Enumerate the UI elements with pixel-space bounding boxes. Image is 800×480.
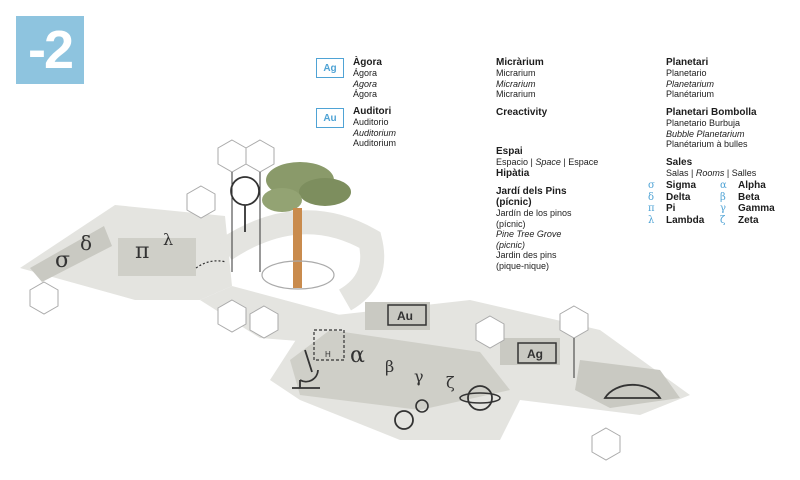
map-room-lambda: λ bbox=[163, 230, 173, 249]
elevator-icon bbox=[245, 139, 275, 173]
gear-icon bbox=[394, 410, 414, 430]
courtyard-fence bbox=[261, 260, 335, 290]
restroom-icon bbox=[186, 185, 216, 219]
map-room-alpha: α bbox=[350, 343, 365, 368]
bubble-planetari-icon bbox=[467, 385, 493, 411]
map-agora-label: Ag bbox=[527, 347, 543, 361]
room-auditori bbox=[365, 302, 430, 330]
map-room-sigma: σ bbox=[55, 248, 70, 273]
legend-sales: Sales Salas | Rooms | Salles bbox=[666, 157, 757, 178]
map-room-gamma: γ bbox=[414, 367, 424, 386]
courtyard-path bbox=[218, 210, 385, 311]
restroom-icon bbox=[29, 281, 59, 315]
legend-micrarium: Micràrium Micrarium Micrarium Micrarium bbox=[496, 57, 544, 99]
room-agora bbox=[500, 338, 560, 365]
legend-agora: Àgora Ágora Agora Ágora bbox=[353, 57, 382, 99]
legend-bombolla: Planetari Bombolla Planetario Burbuja Bu… bbox=[666, 107, 757, 149]
elevator-icon bbox=[217, 139, 247, 173]
microscope-icon bbox=[292, 349, 320, 389]
room-pi-lambda bbox=[118, 238, 196, 276]
map-room-delta: δ bbox=[80, 231, 92, 255]
auditori-icon: Au bbox=[316, 108, 344, 128]
floor-level-badge: -2 bbox=[16, 16, 84, 84]
map-room-zeta: ζ bbox=[446, 373, 455, 392]
legend-creactivity: Creactivity bbox=[496, 107, 548, 118]
escalator-icon bbox=[249, 305, 279, 339]
room-alpha-zeta bbox=[290, 330, 510, 410]
restroom-icon bbox=[475, 315, 505, 349]
tree-icon bbox=[230, 176, 260, 232]
pine-trees-icon bbox=[262, 162, 351, 288]
escalator-icon bbox=[217, 299, 247, 333]
map-auditori-label: Au bbox=[397, 309, 413, 323]
legend-auditori: Auditori Auditorio Auditorium Auditorium bbox=[353, 106, 397, 148]
map-room-beta: β bbox=[385, 357, 394, 376]
legend-planetari: Planetari Planetario Planetarium Planéta… bbox=[666, 57, 715, 99]
room-planetari bbox=[575, 360, 680, 408]
map-hipatia-label: H bbox=[325, 350, 331, 359]
agora-icon: Ag bbox=[316, 58, 344, 78]
room-sigma-delta bbox=[30, 226, 112, 282]
map-room-pi: π bbox=[135, 239, 149, 264]
legend-jardi: Jardí dels Pins (pícnic) Jardín de los p… bbox=[496, 186, 572, 271]
legend-espai: Espai Espacio | Space | Espace Hipàtia bbox=[496, 146, 599, 179]
escalator-icon bbox=[591, 427, 621, 461]
planetari-dome-icon bbox=[603, 383, 662, 399]
